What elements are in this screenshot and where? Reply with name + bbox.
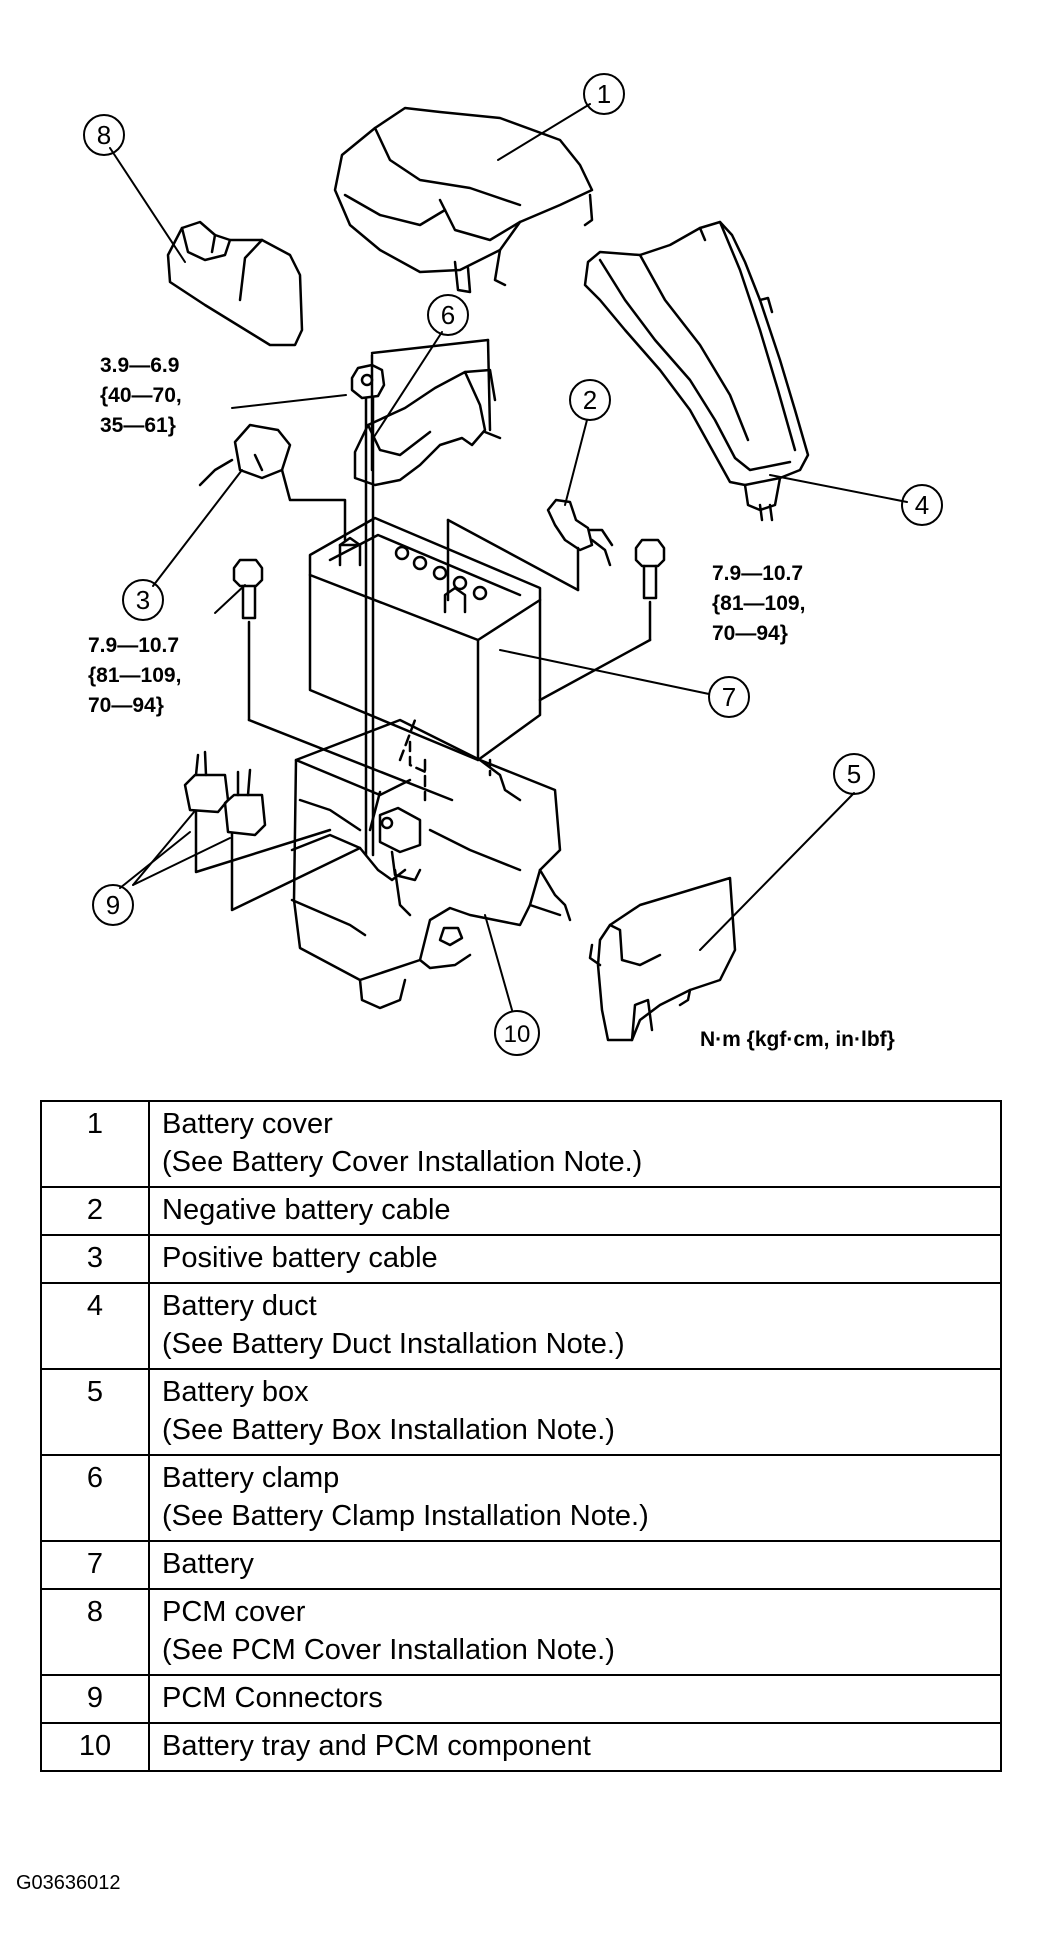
part-description: PCM cover (See PCM Cover Installation Not… — [148, 1588, 1002, 1676]
torque-bolt-right-line-3: 70—94} — [712, 622, 788, 645]
table-row: 5 Battery box (See Battery Box Installatio… — [40, 1368, 1002, 1456]
battery-tray-drawing — [290, 718, 572, 1010]
callout-label-9: 9 — [106, 890, 120, 920]
callout-label-6: 6 — [441, 300, 455, 330]
part-description: Battery — [148, 1540, 1002, 1590]
torque-bolt-right-line-1: 7.9—10.7 — [712, 562, 803, 585]
callout-circle-3 — [122, 579, 164, 621]
part-number: 6 — [40, 1454, 150, 1542]
torque-nut-line-2: {40—70, — [100, 384, 182, 407]
callout-label-8: 8 — [97, 120, 111, 150]
battery-clamp-drawing — [353, 338, 502, 487]
part-number: 3 — [40, 1234, 150, 1284]
clamp-nut-drawing — [350, 363, 386, 857]
pcm-cover-drawing — [166, 220, 304, 347]
part-name: Negative battery cable — [162, 1194, 451, 1226]
parts-table: 1 Battery cover (See Battery Cover Install… — [40, 1100, 1002, 1772]
part-installation-note: (See Battery Box Installation Note.) — [162, 1414, 615, 1446]
part-name: PCM Connectors — [162, 1682, 383, 1714]
part-description: Battery box (See Battery Box Installation… — [148, 1368, 1002, 1456]
battery-drawing — [308, 516, 542, 777]
torque-nut-line-1: 3.9—6.9 — [100, 354, 179, 377]
callout-circles — [83, 73, 943, 1056]
torque-bolt-left-line-1: 7.9—10.7 — [88, 634, 179, 657]
part-name: Battery box — [162, 1376, 309, 1408]
battery-cover-drawing — [333, 106, 594, 294]
part-description: Battery duct (See Battery Duct Installati… — [148, 1282, 1002, 1370]
callout-label-3: 3 — [136, 585, 150, 615]
part-installation-note: (See Battery Cover Installation Note.) — [162, 1146, 643, 1178]
callout-label-4: 4 — [915, 490, 929, 520]
part-installation-note: (See Battery Duct Installation Note.) — [162, 1328, 625, 1360]
torque-bolt-left-line-2: {81—109, — [88, 664, 181, 687]
part-description: Positive battery cable — [148, 1234, 1002, 1284]
part-number: 10 — [40, 1722, 150, 1772]
callout-circle-5 — [833, 753, 875, 795]
part-description: PCM Connectors — [148, 1674, 1002, 1724]
table-row: 6 Battery clamp (See Battery Clamp Install… — [40, 1454, 1002, 1542]
callout-label-5: 5 — [847, 759, 861, 789]
part-name: Battery duct — [162, 1290, 317, 1322]
exploded-diagram: 1 2 3 4 5 6 7 8 9 10 3.9—6.9 {40—70, 35—… — [83, 73, 943, 1056]
table-row: 2 Negative battery cable — [40, 1186, 1002, 1236]
callout-circle-10 — [494, 1010, 540, 1056]
callout-label-1: 1 — [597, 79, 611, 109]
positive-cable-drawing — [198, 423, 362, 547]
part-number: 5 — [40, 1368, 150, 1456]
callout-label-7: 7 — [722, 682, 736, 712]
battery-box-drawing — [588, 876, 737, 1042]
pcm-connectors-drawing — [183, 750, 362, 912]
callout-label-2: 2 — [583, 385, 597, 415]
part-number: 9 — [40, 1674, 150, 1724]
part-number: 4 — [40, 1282, 150, 1370]
callout-circle-7 — [708, 676, 750, 718]
callout-circle-1 — [583, 73, 625, 115]
part-name: Battery — [162, 1548, 254, 1580]
table-row: 1 Battery cover (See Battery Cover Install… — [40, 1100, 1002, 1188]
torque-bolt-right-line-2: {81—109, — [712, 592, 805, 615]
part-name: PCM cover — [162, 1596, 306, 1628]
table-row: 3 Positive battery cable — [40, 1234, 1002, 1284]
callout-circle-9 — [92, 884, 134, 926]
table-row: 8 PCM cover (See PCM Cover Installation No… — [40, 1588, 1002, 1676]
part-name: Battery tray and PCM component — [162, 1730, 591, 1762]
part-name: Positive battery cable — [162, 1242, 438, 1274]
torque-bolt-left-line-3: 70—94} — [88, 694, 164, 717]
callout-label-10: 10 — [504, 1021, 531, 1048]
part-number: 7 — [40, 1540, 150, 1590]
part-number: 1 — [40, 1100, 150, 1188]
leader-lines — [109, 103, 908, 1011]
callout-circle-2 — [569, 379, 611, 421]
torque-nut-line-3: 35—61} — [100, 414, 176, 437]
table-row: 7 Battery — [40, 1540, 1002, 1590]
part-number: 2 — [40, 1186, 150, 1236]
part-description: Battery tray and PCM component — [148, 1722, 1002, 1772]
callout-circle-4 — [901, 484, 943, 526]
part-description: Battery clamp (See Battery Clamp Installa… — [148, 1454, 1002, 1542]
callout-circle-8 — [83, 114, 125, 156]
torque-units-note: N·m {kgf·cm, in·lbf} — [700, 1028, 895, 1051]
part-installation-note: (See PCM Cover Installation Note.) — [162, 1634, 615, 1666]
part-name: Battery clamp — [162, 1462, 340, 1494]
part-description: Negative battery cable — [148, 1186, 1002, 1236]
table-row: 9 PCM Connectors — [40, 1674, 1002, 1724]
part-number: 8 — [40, 1588, 150, 1676]
figure-id: G03636012 — [16, 1872, 121, 1894]
battery-duct-drawing — [583, 220, 810, 522]
part-installation-note: (See Battery Clamp Installation Note.) — [162, 1500, 649, 1532]
part-description: Battery cover (See Battery Cover Installa… — [148, 1100, 1002, 1188]
negative-cable-drawing — [446, 498, 614, 602]
table-row: 10 Battery tray and PCM component — [40, 1722, 1002, 1772]
callout-circle-6 — [427, 294, 469, 336]
table-row: 4 Battery duct (See Battery Duct Installat… — [40, 1282, 1002, 1370]
part-name: Battery cover — [162, 1108, 333, 1140]
